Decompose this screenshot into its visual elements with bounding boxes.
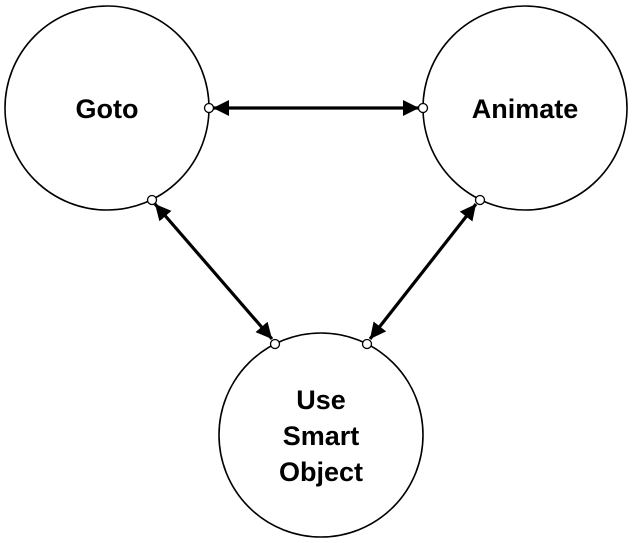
use-smart-object-label-line-3: Object: [279, 457, 363, 487]
node-animate: Animate: [422, 5, 628, 211]
edge-goto-use-smart-object: [153, 202, 274, 341]
use-smart-object-label-line-2: Smart: [283, 421, 360, 451]
animate-use-smart-object-arrow: [368, 203, 478, 340]
goto-use-smart-object-arrow: [153, 202, 274, 341]
use-smart-object-label-line-1: Use: [296, 385, 346, 415]
node-goto: Goto: [4, 5, 210, 211]
node-use-smart-object: Use Smart Object: [218, 332, 424, 538]
goto-label: Goto: [76, 94, 139, 124]
animate-port-left: [417, 102, 429, 114]
goto-port-right: [203, 102, 215, 114]
use-smart-object-circle: [218, 332, 424, 538]
goto-port-bottom: [146, 194, 158, 206]
animate-port-bottom: [474, 194, 486, 206]
use-smart-object-port-right: [361, 338, 373, 350]
use-smart-object-port-left: [269, 338, 281, 350]
edge-animate-use-smart-object: [368, 203, 478, 340]
animate-label: Animate: [472, 94, 579, 124]
